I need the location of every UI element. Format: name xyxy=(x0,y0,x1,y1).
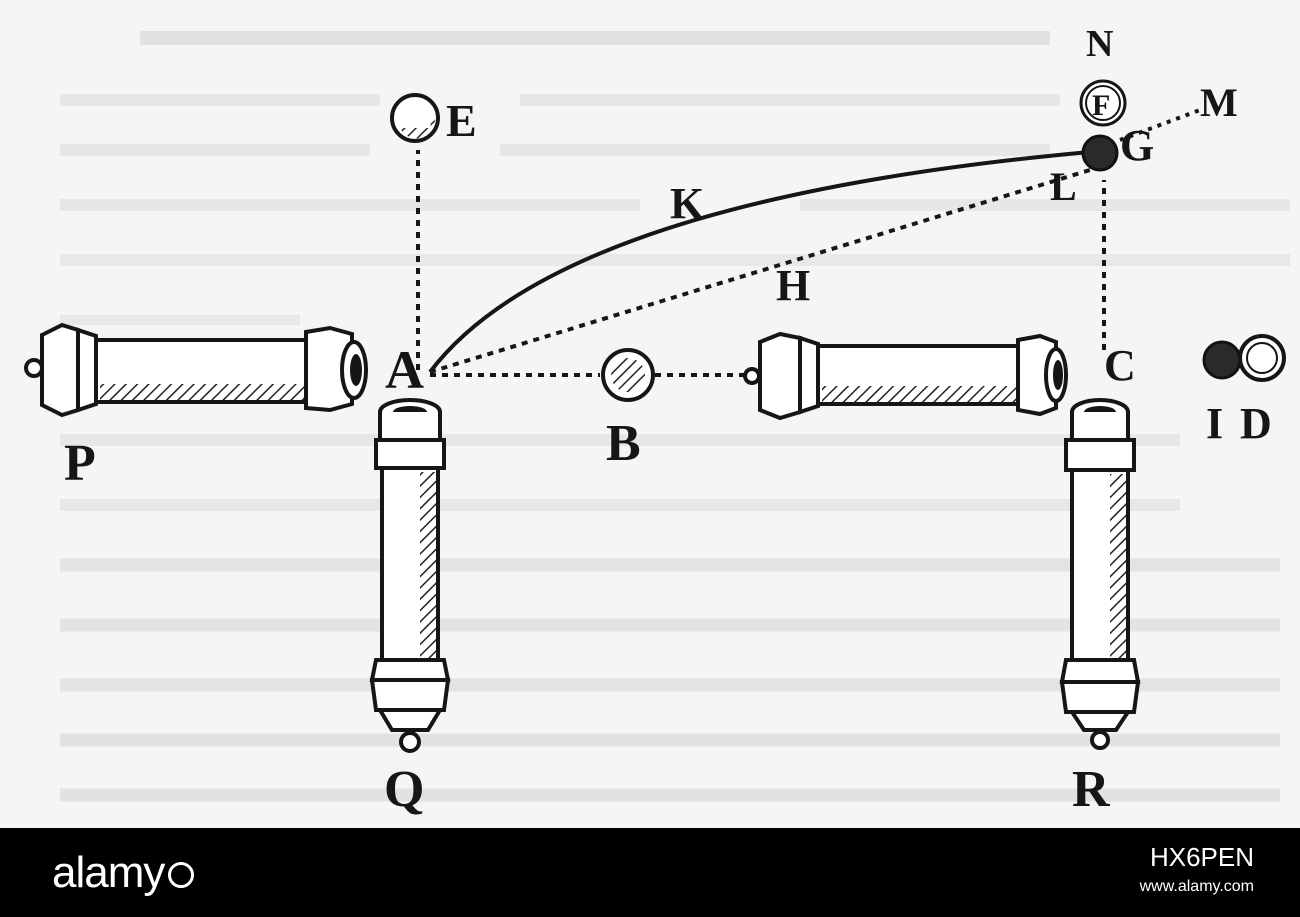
label-P: P xyxy=(64,435,96,492)
ball-D xyxy=(1238,334,1286,382)
ball-F xyxy=(1079,79,1127,127)
label-K: K xyxy=(670,179,704,228)
ball-E xyxy=(390,93,440,143)
label-R: R xyxy=(1072,761,1111,818)
cannon-P xyxy=(24,322,368,418)
label-H: H xyxy=(776,261,810,310)
watermark-footer: alamy HX6PEN www.alamy.com xyxy=(0,828,1300,917)
image-id: HX6PEN xyxy=(1149,842,1254,872)
label-G: G xyxy=(1120,121,1154,170)
label-Q: Q xyxy=(384,761,424,818)
trajectory-curve-K xyxy=(428,150,1091,374)
line-G-M xyxy=(1119,108,1201,142)
label-D: D xyxy=(1240,399,1272,448)
label-I: I xyxy=(1206,399,1223,448)
label-E: E xyxy=(446,95,477,146)
cannon-R xyxy=(1059,398,1141,750)
site-url: www.alamy.com xyxy=(1139,878,1254,895)
label-M: M xyxy=(1200,80,1238,125)
cannon-middle xyxy=(743,331,1068,421)
dotted-lines xyxy=(416,108,1201,377)
cannon-Q xyxy=(369,398,451,753)
brand-logo: alamy xyxy=(52,848,195,898)
brand-text: alamy xyxy=(52,848,165,897)
label-B: B xyxy=(606,415,641,472)
label-F: F xyxy=(1092,89,1110,122)
label-N: N xyxy=(1086,23,1113,65)
cannon-trajectory-diagram: E N F G M K L H A B C I D P Q R xyxy=(24,23,1290,818)
brand-mark-icon xyxy=(168,862,195,889)
label-A: A xyxy=(385,340,424,400)
label-C: C xyxy=(1104,341,1136,390)
ball-G xyxy=(1081,134,1119,172)
label-L: L xyxy=(1050,164,1077,209)
letter-labels: E N F G M K L H A B C I D P Q R xyxy=(64,23,1272,818)
ball-I xyxy=(1202,340,1242,380)
ball-B xyxy=(601,348,655,402)
